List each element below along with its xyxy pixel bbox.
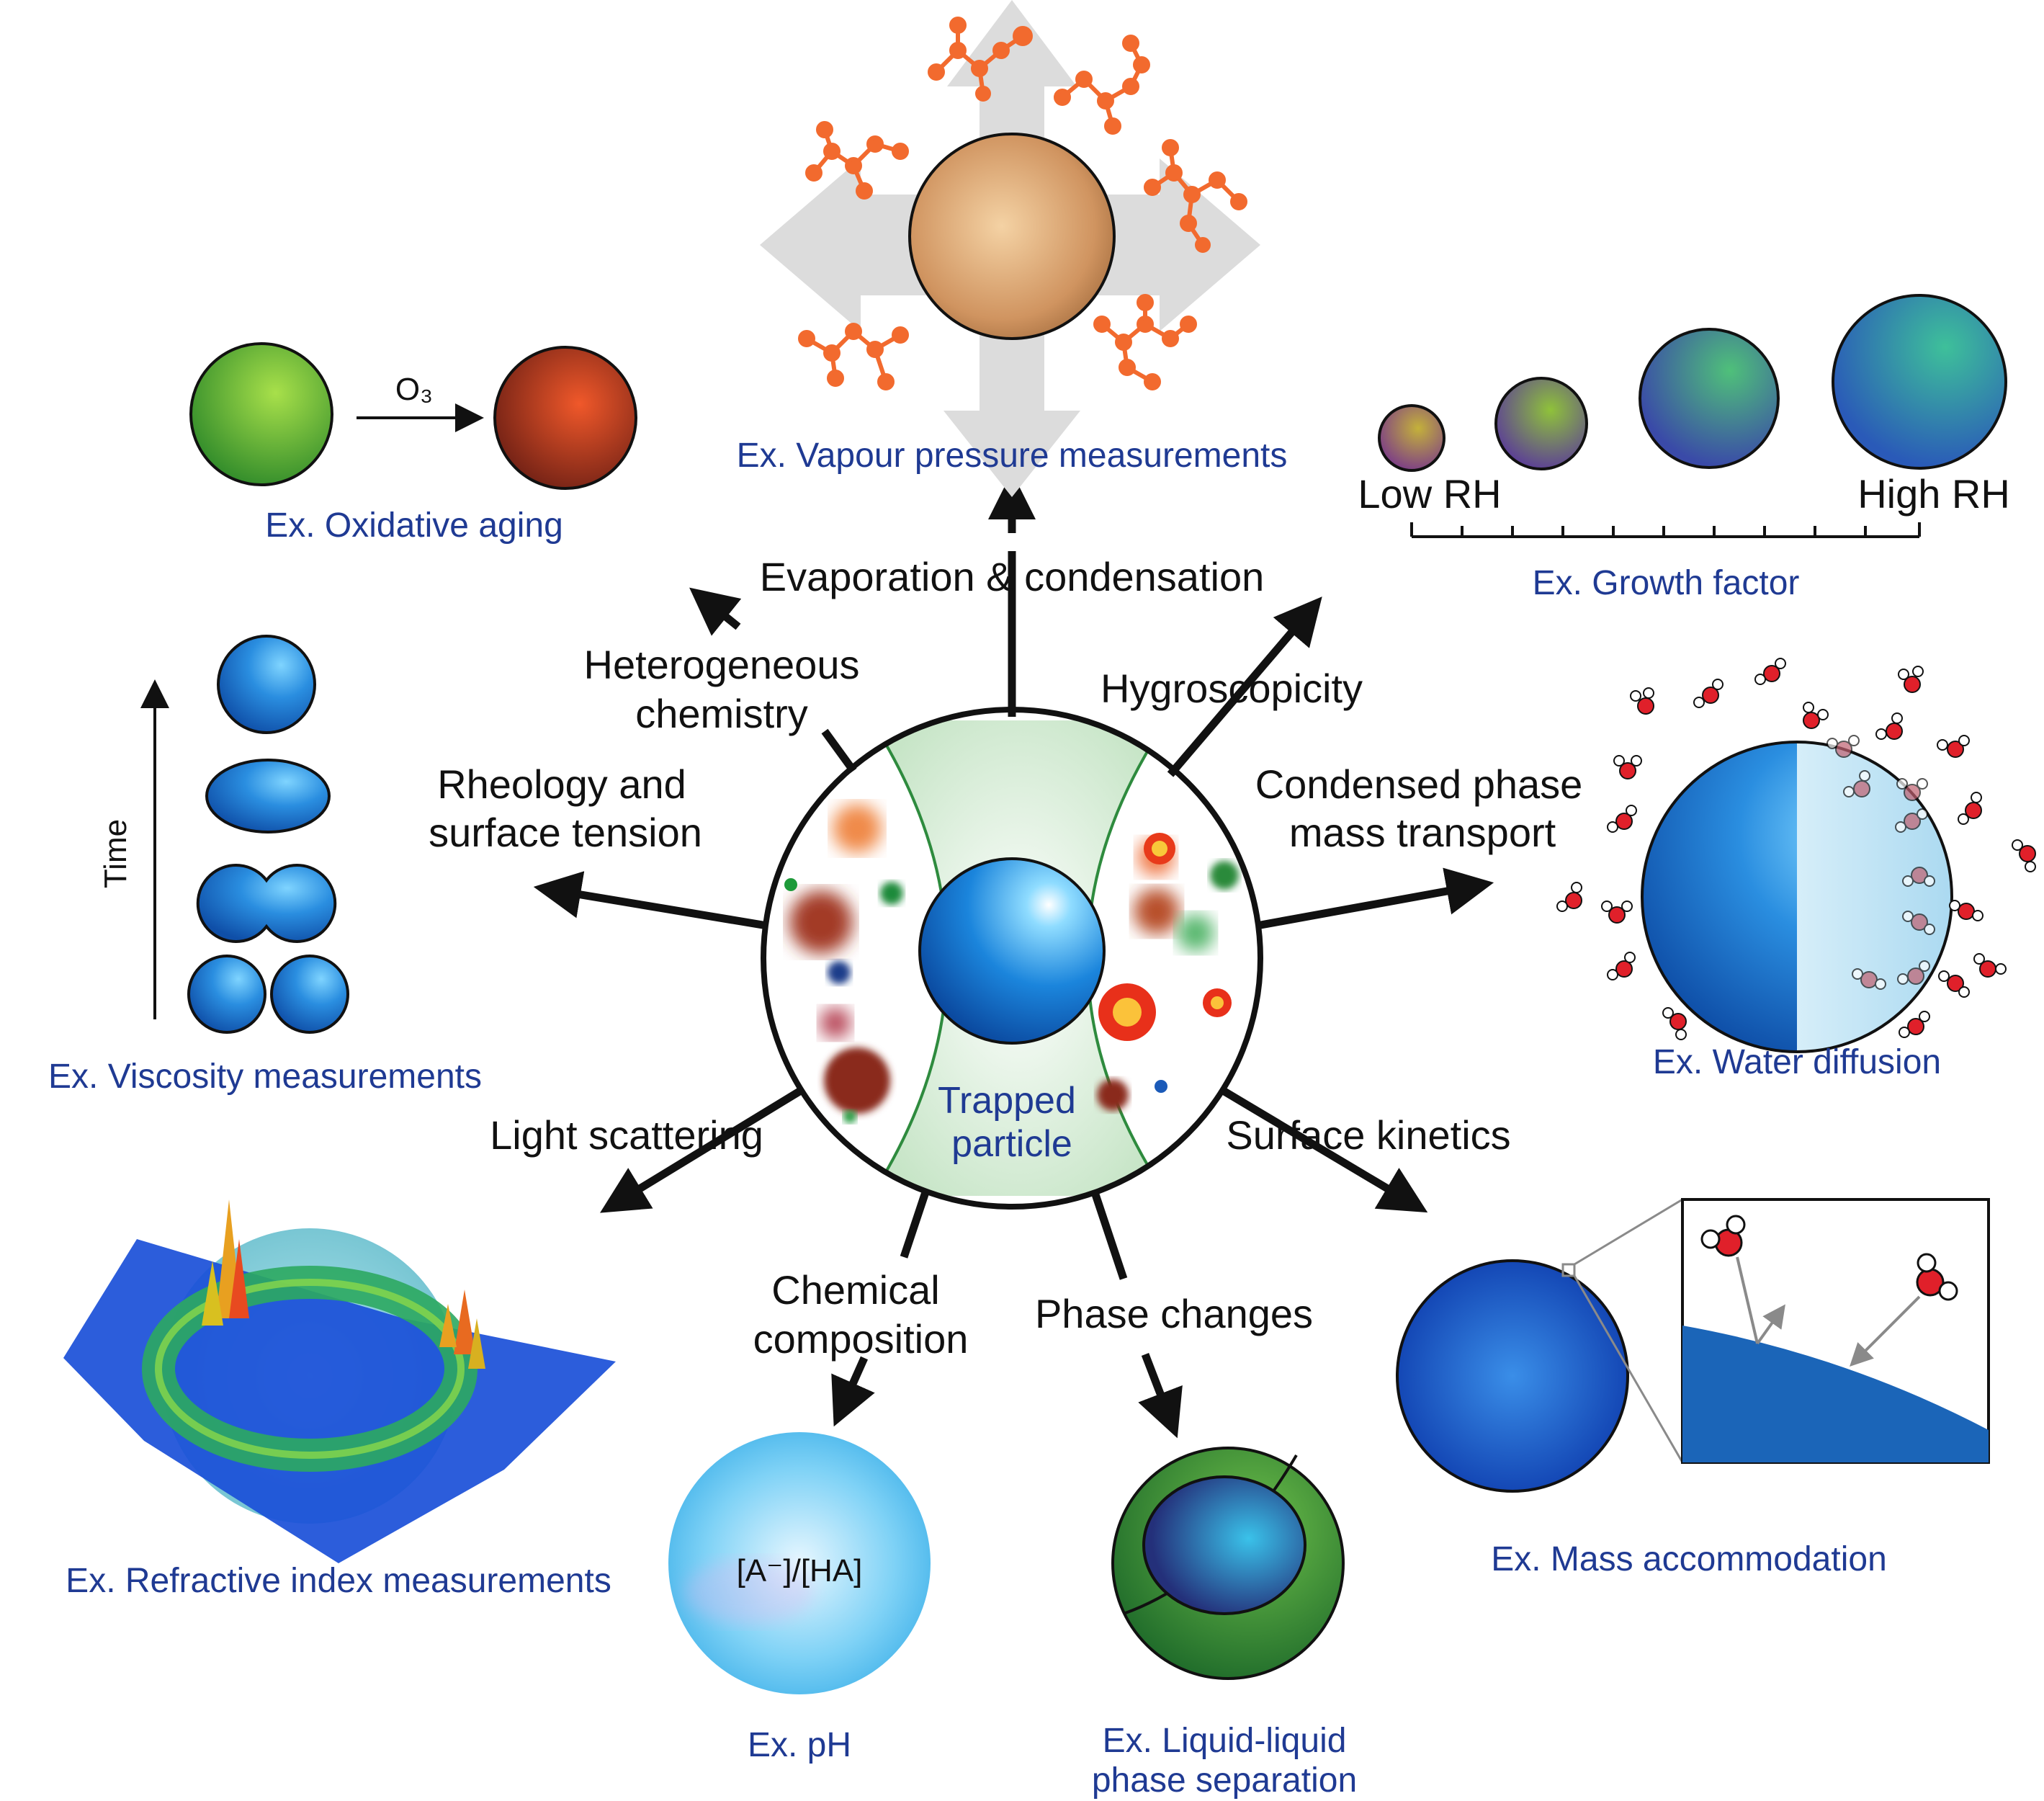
growth-particle-4	[1832, 294, 2007, 470]
accommodation-particle	[1396, 1259, 1629, 1493]
arrow-surface-kinetics	[1222, 1088, 1428, 1213]
example-viscosity: Ex. Viscosity measurements	[48, 1058, 482, 1096]
panel-mass-accommodation: Ex. Mass accommodation	[1396, 1198, 1990, 1578]
panel-vapour-pressure: Ex. Vapour pressure measurements	[737, 0, 1288, 497]
water-molecules	[1556, 658, 2036, 1040]
arrow-condensed	[1256, 867, 1494, 930]
label-condensed-1: Condensed phase	[1255, 761, 1583, 807]
label-heterogeneous-1: Heterogeneous	[584, 642, 860, 687]
rh-scale	[1410, 522, 1921, 538]
high-rh-label: High RH	[1857, 471, 2010, 517]
example-growth-factor: Ex. Growth factor	[1533, 564, 1800, 602]
reflected-path-1	[1756, 1304, 1785, 1345]
label-phase-changes: Phase changes	[1035, 1291, 1313, 1336]
organic-molecules	[798, 17, 1247, 390]
growth-particle-2	[1494, 377, 1588, 470]
label-rheology-2: surface tension	[429, 810, 702, 855]
panel-growth-factor: Low RH High RH Ex. Growth factor	[1358, 294, 2010, 602]
process-arrows	[533, 472, 1494, 1439]
arrow-chemical	[900, 1191, 930, 1259]
arrow-light-scattering	[600, 1088, 802, 1213]
intensity-peaks	[202, 1199, 485, 1369]
coalesced-sphere	[217, 635, 316, 734]
fresh-particle	[189, 342, 333, 486]
trapped-particle-label-2: particle	[951, 1123, 1072, 1165]
example-ph: Ex. pH	[748, 1726, 851, 1764]
incoming-path-1	[1736, 1256, 1759, 1344]
label-condensed-2: mass transport	[1289, 810, 1556, 855]
growth-particle-1	[1378, 404, 1445, 472]
aged-particle	[493, 346, 637, 490]
example-llps-1: Ex. Liquid-liquid	[1103, 1722, 1347, 1760]
arrow-hygroscopicity	[1167, 596, 1322, 777]
ph-ratio-label: [A⁻]/[HA]	[737, 1553, 863, 1588]
panel-llps: Ex. Liquid-liquid phase separation	[1092, 1447, 1357, 1800]
trapped-particle-label-1: Trapped	[938, 1080, 1076, 1122]
merging-dimer	[196, 864, 337, 943]
inset-water-molecules	[1700, 1215, 1958, 1301]
time-label: Time	[98, 819, 133, 888]
arrow-phase-changes	[1090, 1191, 1128, 1280]
example-water-diffusion: Ex. Water diffusion	[1653, 1043, 1941, 1081]
example-vapour-pressure: Ex. Vapour pressure measurements	[737, 437, 1288, 475]
low-rh-label: Low RH	[1358, 471, 1501, 517]
growth-particle-3	[1639, 328, 1780, 469]
surface-interface	[1682, 1326, 1989, 1462]
panel-refractive-index: Ex. Refractive index measurements	[63, 1199, 616, 1600]
trapped-particle-sphere	[918, 857, 1106, 1045]
label-evaporation: Evaporation & condensation	[760, 554, 1265, 599]
ph-particle	[668, 1432, 931, 1694]
label-heterogeneous-2: chemistry	[635, 691, 808, 736]
zoom-marker	[1561, 1263, 1576, 1277]
process-labels: Evaporation & condensation Heterogeneous…	[429, 554, 1582, 1362]
panel-viscosity: Time Ex. Viscosity measurements	[48, 635, 482, 1096]
droplet-right	[270, 955, 349, 1034]
panel-water-diffusion: Ex. Water diffusion	[1556, 658, 2036, 1081]
arrow-chemical-low	[831, 1356, 875, 1427]
panel-oxidative-aging: O₃ Ex. Oxidative aging	[189, 342, 637, 545]
llps-inner-core	[1142, 1475, 1306, 1615]
label-light-scattering: Light scattering	[490, 1112, 763, 1158]
arrow-rheology	[533, 871, 768, 930]
panel-ph: [A⁻]/[HA] Ex. pH	[668, 1432, 931, 1764]
droplet-left	[187, 955, 266, 1034]
example-oxidative-aging: Ex. Oxidative aging	[265, 506, 563, 545]
arrow-heterogeneous-top	[689, 587, 742, 636]
arrow-heterogeneous	[821, 728, 857, 774]
label-surface-kinetics: Surface kinetics	[1226, 1112, 1510, 1158]
ozone-label: O₃	[395, 372, 433, 407]
relaxing-ellipsoid	[205, 759, 331, 834]
incoming-path-2	[1850, 1295, 1921, 1367]
blurred-droplets	[784, 804, 1239, 1123]
label-hygroscopicity: Hygroscopicity	[1101, 666, 1363, 711]
label-chemical-2: composition	[753, 1316, 969, 1362]
arrow-phase-changes-low	[1138, 1353, 1183, 1439]
evaporating-particle	[908, 133, 1116, 340]
example-mass-accommodation: Ex. Mass accommodation	[1491, 1540, 1887, 1578]
example-llps-2: phase separation	[1092, 1761, 1357, 1800]
label-rheology-1: Rheology and	[437, 761, 686, 807]
label-chemical-1: Chemical	[771, 1267, 939, 1313]
example-refractive-index: Ex. Refractive index measurements	[66, 1562, 611, 1600]
central-trap-diagram: Trapped particle	[761, 707, 1263, 1210]
hydrated-half	[1797, 742, 1952, 1052]
